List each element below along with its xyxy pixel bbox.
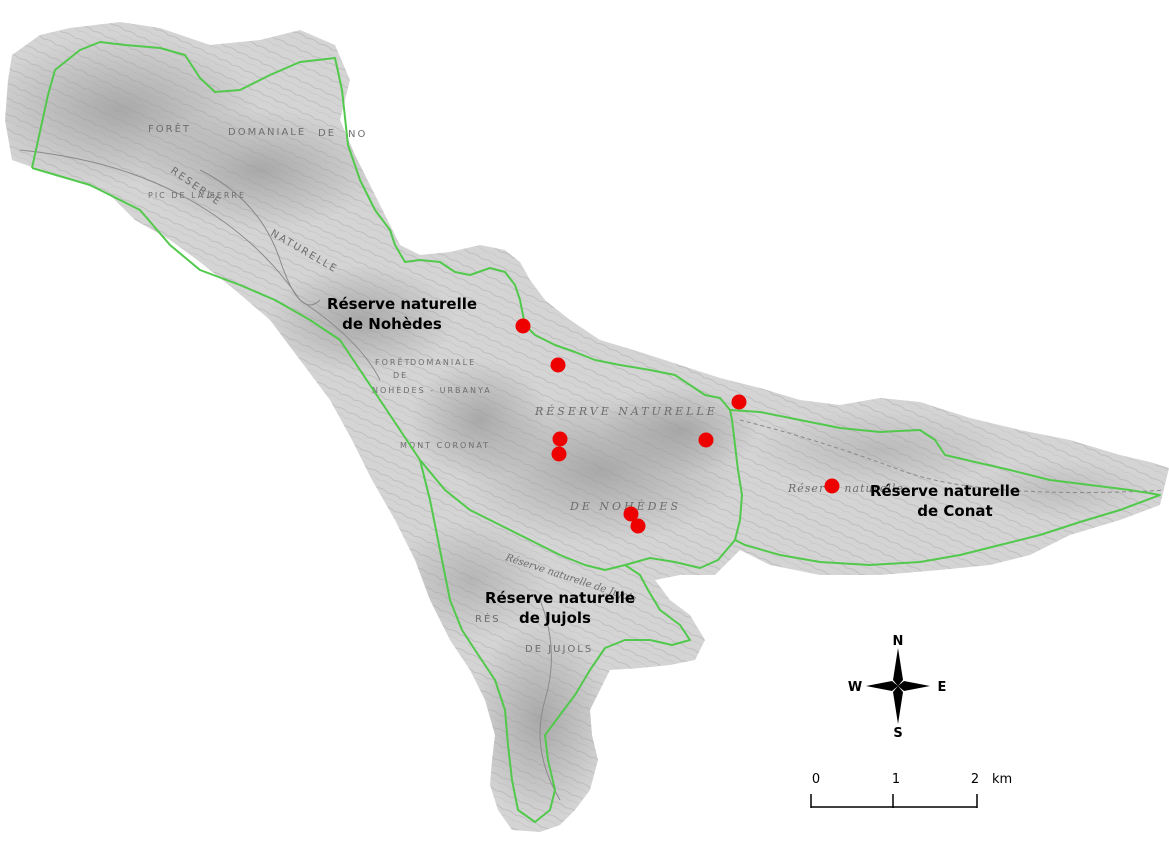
jujols-label-line2: de Jujols (519, 609, 591, 627)
site-marker (552, 431, 568, 447)
terrain-shading (5, 35, 1169, 820)
scale-tick-2: 2 (971, 772, 979, 787)
site-marker (515, 318, 531, 334)
site-marker (630, 518, 646, 534)
conat-label-line2: de Conat (917, 502, 992, 520)
foret-text-3: DE (318, 128, 336, 139)
de-nohedes-text: DE NOHÈDES (569, 499, 681, 513)
scale-tick-1: 1 (892, 772, 900, 787)
site-marker (698, 432, 714, 448)
compass-west-label: W (848, 680, 862, 695)
nohedes-north-boundary (31, 41, 731, 411)
scale-tick-0: 0 (812, 772, 820, 787)
site-marker (623, 506, 639, 522)
site-markers (515, 318, 840, 534)
scale-bar: 0 1 2 km (810, 772, 1012, 808)
compass-east-label: E (938, 680, 947, 695)
compass-needle-west (866, 681, 898, 691)
compass-needle-north (893, 648, 903, 686)
compass-rose: N S W E (848, 634, 947, 741)
site-marker (550, 357, 566, 373)
conat-label-line1: Réserve naturelle (870, 482, 1020, 500)
pic-serre-text: PIC DE LA SERRE (148, 191, 246, 200)
compass-south-label: S (893, 726, 902, 741)
foret2-1: FORÊT (375, 356, 411, 367)
foret2-2: DOMANIALE (410, 358, 476, 367)
site-marker (824, 478, 840, 494)
reserve-labels: Réserve naturelle de Nohèdes Réserve nat… (327, 295, 1020, 627)
nohedes-main-boundary (31, 167, 743, 571)
compass-north-label: N (893, 634, 904, 649)
mont-coronat-text: MONT CORONAT (400, 441, 490, 450)
reserve-boundaries (31, 41, 1161, 823)
jujols-small-2: DE JUJOLS (525, 644, 593, 655)
foret2-4: NOHÈDES - URBANYA (372, 384, 492, 395)
conat-boundary (729, 409, 1161, 566)
compass-needle-east (898, 681, 930, 691)
scale-unit: km (992, 772, 1012, 787)
foret-text-1: FORÊT (148, 122, 191, 135)
site-marker (731, 394, 747, 410)
reserve-conat-faint: Réserve naturelle (787, 482, 904, 495)
reserve-nat-center-text: RÉSERVE NATURELLE (534, 404, 718, 418)
jujols-boundary (419, 459, 691, 823)
jujols-label-line1: Réserve naturelle (485, 589, 635, 607)
nohedes-label-line1: Réserve naturelle (327, 295, 477, 313)
foret-text-4: NO (348, 129, 367, 140)
jujols-small-1: RÉS (475, 612, 501, 625)
foret2-3: DE (393, 371, 408, 380)
foret-text-2: DOMANIALE (228, 127, 306, 138)
nohedes-label-line2: de Nohèdes (342, 315, 442, 333)
compass-needle-south (893, 686, 903, 724)
site-marker (551, 446, 567, 462)
